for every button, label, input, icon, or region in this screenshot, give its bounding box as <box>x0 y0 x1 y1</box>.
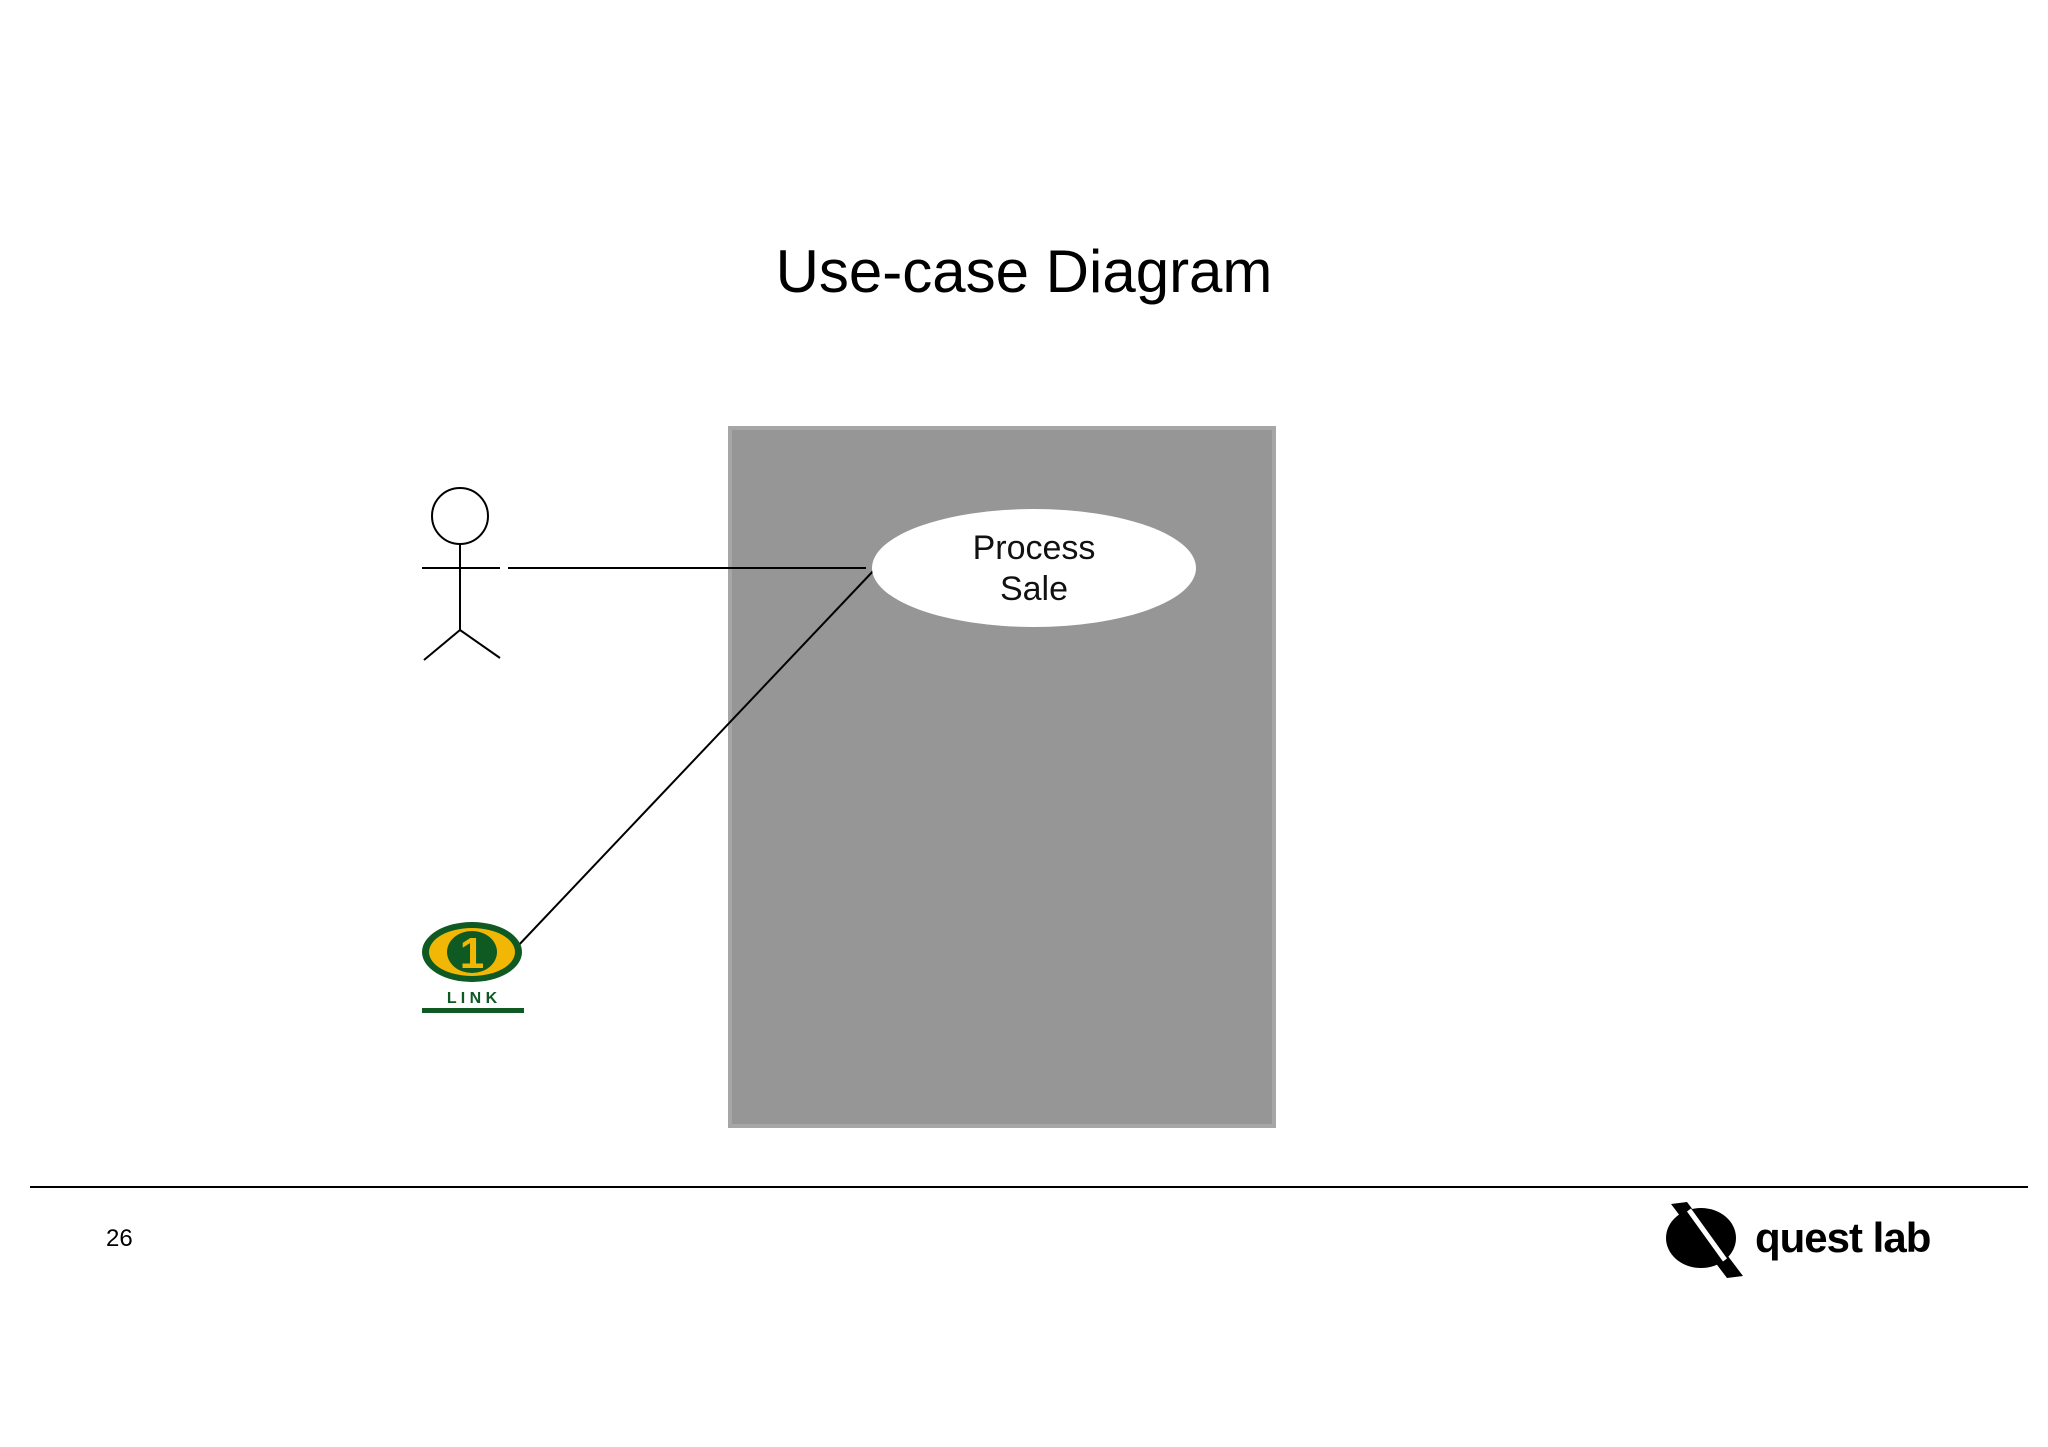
use-case-label-line2: Sale <box>1000 570 1068 608</box>
1link-logo-number: 1 <box>460 929 484 978</box>
1link-logo-icon: 1 L I N K <box>422 922 524 1013</box>
page-number: 26 <box>106 1225 133 1252</box>
use-case-label-line1: Process <box>973 529 1096 567</box>
footer-divider <box>30 1186 2028 1188</box>
brand-name: quest lab <box>1755 1214 1931 1261</box>
quest-lab-logo: quest lab <box>1665 1200 1955 1280</box>
stick-figure-actor-icon <box>422 487 501 661</box>
association-line-1link <box>515 567 877 949</box>
quest-lab-mark-icon <box>1666 1200 1743 1280</box>
use-case-ellipse <box>872 509 1196 627</box>
page-title: Use-case Diagram <box>775 238 1273 305</box>
use-case-process-sale[interactable]: Process Sale <box>872 509 1196 627</box>
1link-logo-text: L I N K <box>447 990 498 1007</box>
